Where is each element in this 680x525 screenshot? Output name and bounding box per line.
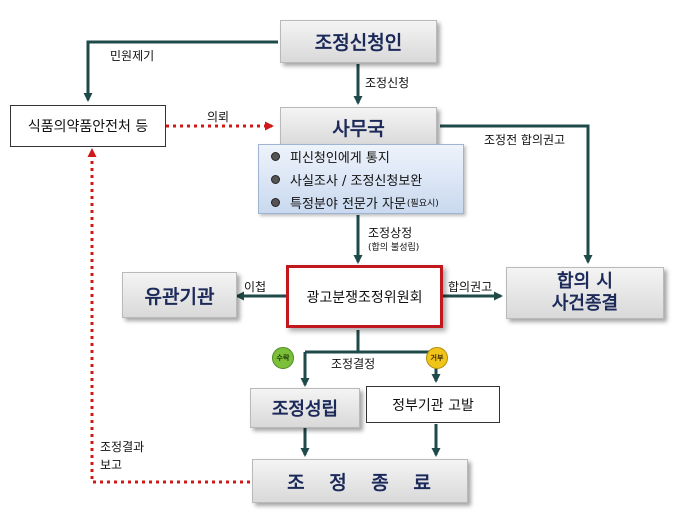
edge-label-request: 의뢰 [207,110,230,124]
established-label: 조정성립 [271,399,339,420]
food-agency-label: 식품의약품안전처 등 [27,119,149,135]
edge-label-decision: 조정결정 [331,357,376,371]
reject-badge: 거부 [426,347,448,369]
arrow-pre-recommend [440,124,593,264]
committee-label: 광고분쟁조정위원회 [306,289,423,306]
edge-label-transfer: 이첩 [244,280,267,294]
bullet-icon [271,151,280,161]
accept-badge-label: 수락 [276,354,290,362]
task-label: 특정분야 전문가 자문 [290,196,406,212]
termination-label: 조 정 종 료 [287,471,433,494]
reject-badge-label: 거부 [430,354,444,362]
applicant-label: 조정신청인 [314,32,403,54]
bullet-icon [271,197,280,207]
secretariat-label: 사무국 [332,117,385,140]
edge-label-refer-line2: (합의 불성립) [368,243,420,253]
termination-box: 조 정 종 료 [252,459,468,503]
edge-label-refer-line1: 조정상정 [368,226,413,240]
task-item: 사실조사 / 조정신청보완 [271,170,422,189]
related-agency-box: 유관기관 [122,272,237,318]
complaint-box: 정부기관 고발 [366,386,500,423]
arrow-complaint [83,40,278,102]
settlement-box: 합의 시 사건종결 [506,267,664,319]
edge-label-recommend: 합의권고 [448,280,493,294]
bullet-icon [271,174,280,184]
edge-label-application: 조정신청 [365,76,410,90]
arrow-decision [305,330,436,354]
settlement-line1: 합의 시 [557,271,613,292]
task-label: 사실조사 / 조정신청보완 [290,173,423,189]
task-label: 피신청인에게 통지 [290,150,390,166]
settlement-line2: 사건종결 [551,293,619,314]
tasks-box: 피신청인에게 통지 사실조사 / 조정신청보완 특정분야 전문가 자문 (필요시… [258,144,464,214]
related-agency-label: 유관기관 [144,285,215,308]
committee-box: 광고분쟁조정위원회 [286,265,443,328]
edge-label-pre-recommend: 조정전 합의권고 [484,133,566,147]
edge-label-result-report-line2: 보고 [100,458,123,472]
applicant-box: 조정신청인 [280,20,437,63]
secretariat-box: 사무국 [280,107,437,147]
task-item: 피신청인에게 통지 [271,147,390,166]
established-box: 조정성립 [250,388,360,428]
task-note: (필요시) [406,198,439,209]
arrow-result-report [87,148,250,484]
task-item: 특정분야 전문가 자문 (필요시) [271,193,439,212]
food-agency-box: 식품의약품안전처 등 [10,105,166,147]
edge-label-complaint: 민원제기 [110,49,155,63]
accept-badge: 수락 [272,347,294,369]
edge-label-result-report-line1: 조정결과 [100,440,145,454]
complaint-label: 정부기관 고발 [392,397,474,414]
